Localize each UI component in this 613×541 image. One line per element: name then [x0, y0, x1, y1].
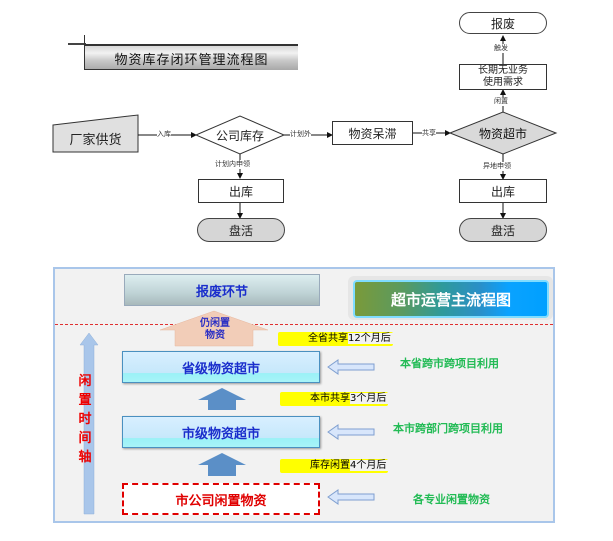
city-market-box: 市级物资超市 [122, 416, 320, 448]
panel-title: 超市运营主流程图 [353, 280, 549, 318]
timeline-char: 置 [78, 393, 92, 408]
left-arrow-idle [327, 489, 375, 505]
edge-label-remote-request: 异地申领 [483, 162, 511, 171]
company-stock-node: 公司库存 [215, 128, 264, 143]
timeline-char: 时 [78, 412, 92, 427]
edge-label-in-stock: 入库 [157, 130, 171, 139]
tag-city: 本市共享3个月后 [280, 392, 389, 406]
scrap-divider-line [55, 324, 553, 325]
edge-label-unplanned: 计划外 [290, 130, 311, 139]
edge-label-planned-request: 计划内申领 [215, 160, 250, 169]
edge-label-idle: 闲置 [494, 97, 508, 106]
tag-provincial: 全省共享12个月后 [278, 332, 393, 346]
long-idle-line-1: 长期无业务 [478, 65, 528, 76]
supplier-node-shape [52, 114, 139, 153]
out-node-right: 出库 [459, 179, 547, 203]
long-idle-line-2: 使用需求 [483, 77, 523, 88]
long-idle-node: 长期无业务 使用需求 [459, 64, 547, 90]
scrap-node: 报废 [459, 12, 547, 34]
title-decor-line [68, 43, 86, 45]
scrap-stage-box: 报废环节 [124, 274, 320, 306]
flowchart-connectors [52, 35, 558, 219]
market-diamond [448, 111, 558, 155]
tag-rest: 4个月后 [350, 460, 389, 471]
note-company: 各专业闲置物资 [413, 493, 490, 506]
note-city: 本市跨部门跨项目利用 [393, 422, 503, 435]
edge-label-share: 共享 [422, 129, 436, 138]
timeline-char: 闲 [78, 374, 92, 389]
still-idle-label: 仍闲置 物资 [194, 318, 236, 342]
still-idle-arrow [159, 310, 269, 347]
supplier-node: 厂家供货 [69, 132, 122, 148]
out-node-left: 出库 [198, 179, 284, 203]
company-idle-box: 市公司闲置物资 [122, 483, 320, 515]
provincial-market-box: 省级物资超市 [122, 351, 320, 383]
tag-highlight: 本市共享 [310, 393, 350, 404]
tag-rest: 3个月后 [350, 393, 389, 404]
tag-rest: 12个月后 [348, 333, 393, 344]
revive-node-left: 盘活 [197, 218, 285, 242]
timeline-arrow [79, 332, 99, 515]
timeline-char: 轴 [78, 450, 92, 465]
still-idle-line-2: 物资 [205, 330, 225, 341]
revive-node-right: 盘活 [459, 218, 547, 242]
title-decor-underline [84, 69, 240, 70]
left-arrow-provincial [327, 359, 375, 375]
note-provincial: 本省跨市跨项目利用 [400, 357, 499, 370]
timeline-label: 闲 置 时 间 轴 [76, 372, 94, 467]
tag-highlight: 库存闲置 [310, 460, 350, 471]
edge-label-trigger: 触发 [494, 44, 508, 53]
still-idle-line-1: 仍闲置 [200, 318, 230, 329]
tag-highlight: 全省共享 [308, 333, 348, 344]
left-arrow-city [327, 424, 375, 440]
flowchart-title: 物资库存闭环管理流程图 [84, 44, 298, 70]
up-arrow-provincial [198, 388, 246, 410]
stagnant-node: 物资呆滞 [332, 121, 413, 145]
timeline-char: 间 [78, 431, 92, 446]
up-arrow-city [198, 453, 246, 476]
market-node: 物资超市 [478, 126, 527, 141]
tag-company: 库存闲置4个月后 [280, 459, 389, 473]
